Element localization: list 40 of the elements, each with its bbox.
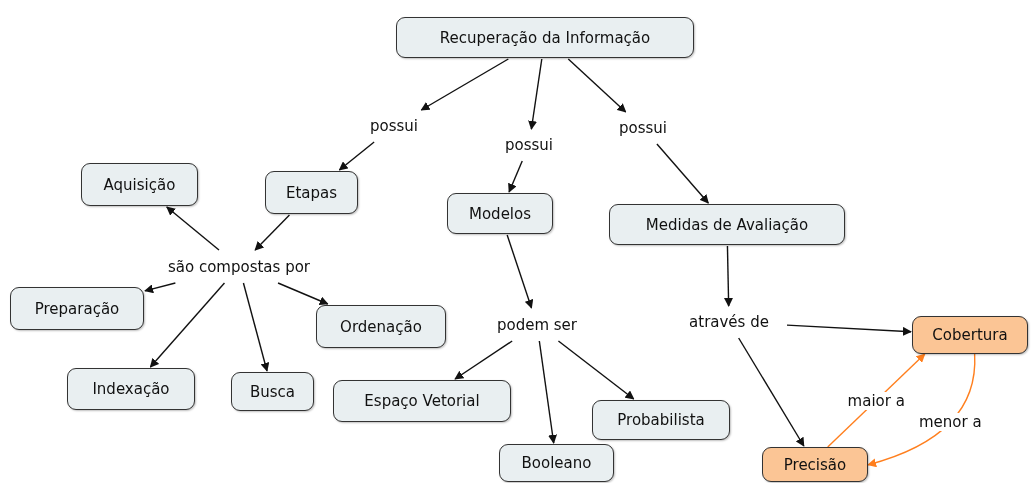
linking-phrase: são compostas por [143,255,335,278]
concept-box: Espaço Vetorial [333,380,511,422]
arrow [338,141,375,171]
concept-box: Cobertura [912,316,1028,354]
arrow [724,245,733,307]
linking-phrase: possui [360,115,428,137]
linking-phrase: podem ser [482,313,592,336]
concept-box: Aquisição [81,163,198,206]
arrow [538,340,557,444]
concept-box: Busca [231,372,314,411]
linking-phrase: possui [495,134,563,156]
concept-box: Precisão [762,447,868,482]
concept-box: Preparação [10,287,144,330]
concept-box: Modelos [447,193,553,234]
arrow [277,282,329,305]
concept-box: Etapas [265,171,358,214]
linking-phrase: através de [676,311,782,333]
arrow [254,214,291,251]
arrow [144,282,177,294]
arrow [508,160,523,193]
arrow [528,58,543,130]
concept-box: Probabilista [592,400,730,440]
arrow [149,282,226,368]
arrow [454,340,513,380]
arrow [557,340,635,400]
concept-box: Recuperação da Informação [396,17,694,58]
concept-box: Indexação [67,368,195,410]
arrow [867,353,976,467]
arrow [737,337,805,447]
concept-box: Medidas de Avaliação [609,204,845,245]
arrow [420,58,509,111]
arrow [656,143,709,204]
arrow [166,206,220,251]
concept-box: Booleano [499,444,614,482]
concept-box: Ordenação [316,305,446,348]
arrow [567,58,627,113]
arrow [786,324,912,336]
arrow [506,234,534,309]
linking-phrase: possui [608,117,678,139]
arrow [242,282,270,372]
